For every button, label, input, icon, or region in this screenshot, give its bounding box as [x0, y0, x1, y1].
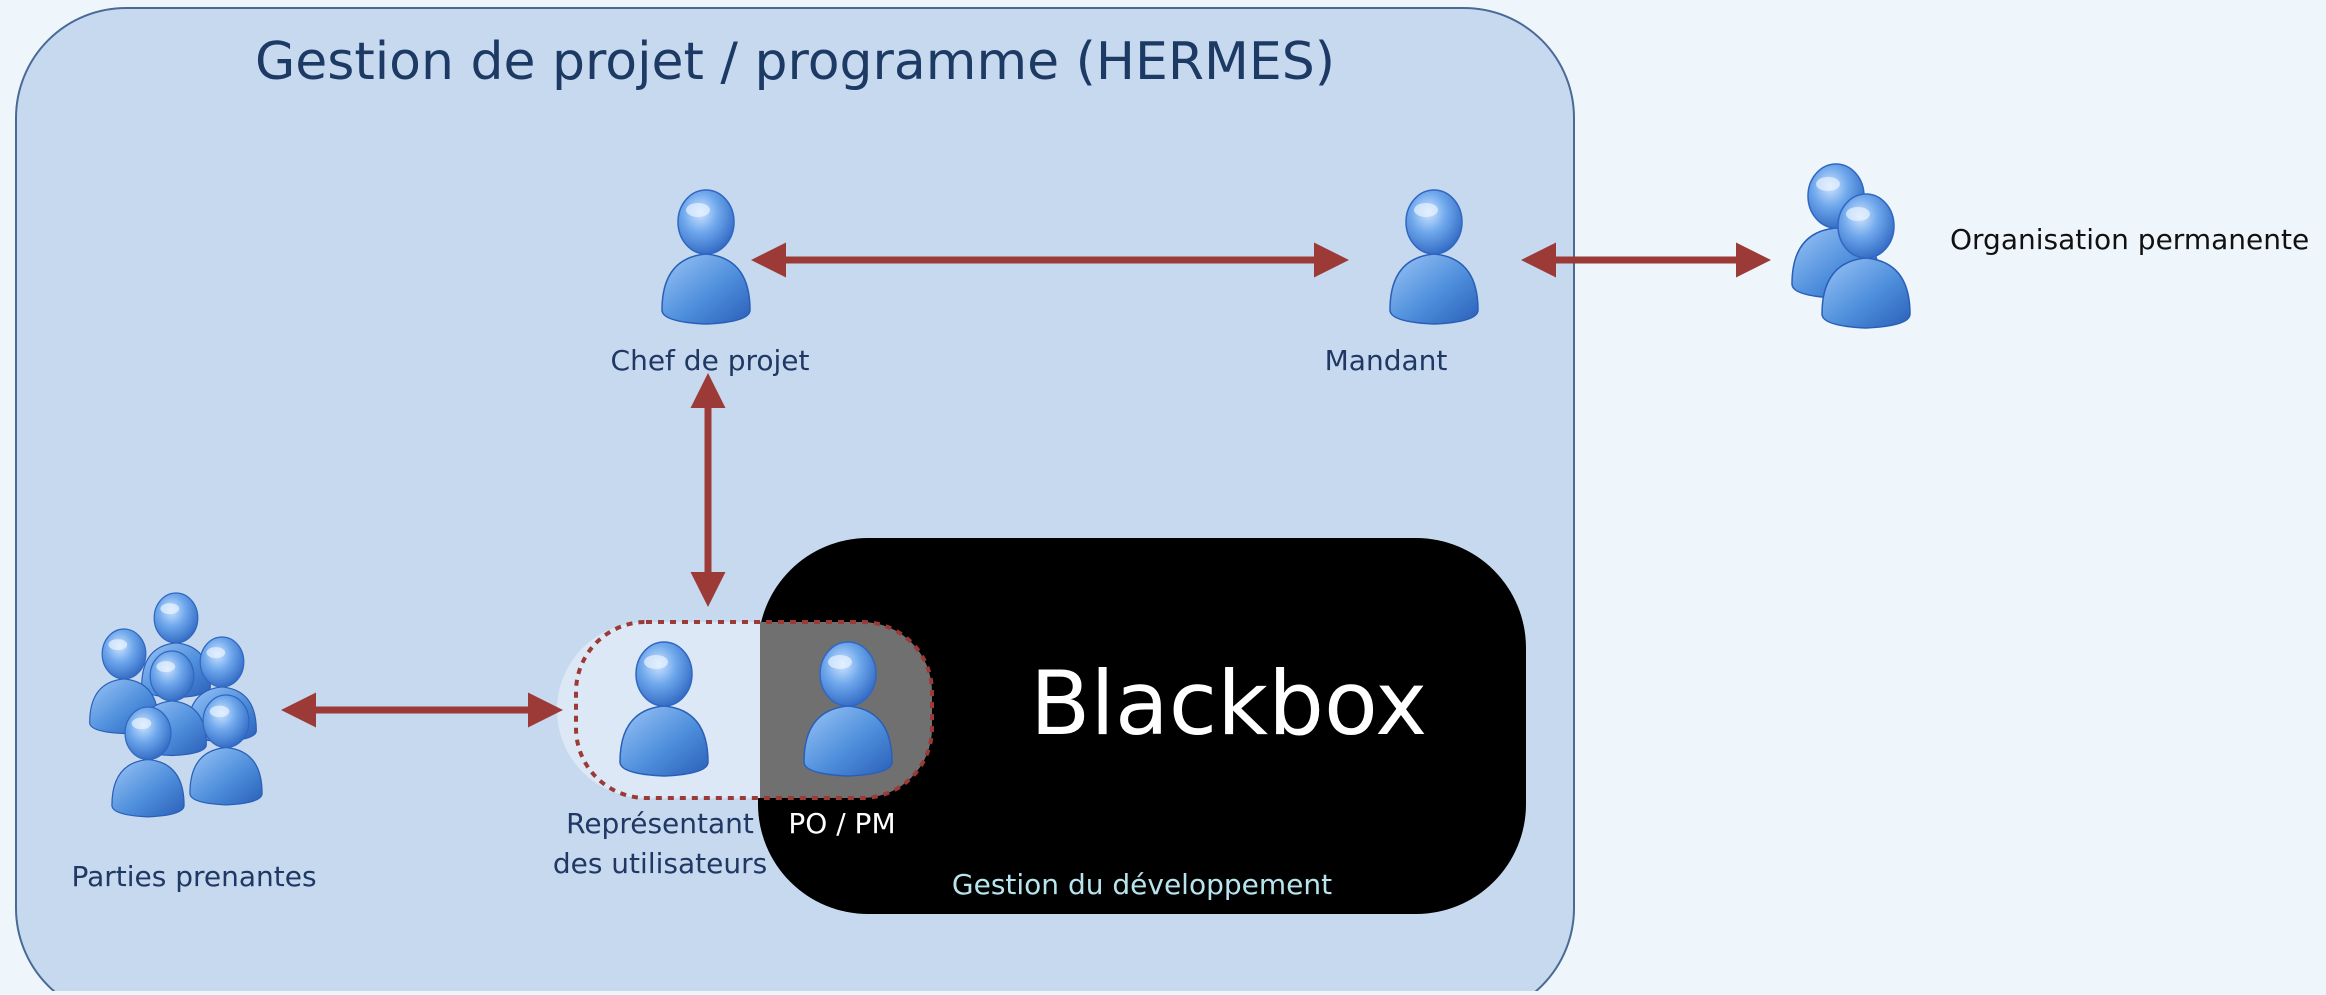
label-mandant: Mandant — [1324, 344, 1448, 377]
user-group-icon — [1791, 163, 1911, 329]
blackbox-area — [758, 538, 1526, 914]
blackbox-subtitle: Gestion du développement — [951, 868, 1333, 901]
label-representant-line1: Représentant — [566, 807, 754, 840]
label-parties-prenantes: Parties prenantes — [71, 860, 317, 893]
label-po-pm: PO / PM — [788, 807, 896, 840]
label-chef-de-projet: Chef de projet — [610, 344, 810, 377]
blackbox-title: Blackbox — [1030, 652, 1428, 755]
label-organisation-permanente: Organisation permanente — [1950, 223, 2310, 256]
diagram-title: Gestion de projet / programme (HERMES) — [254, 32, 1336, 92]
role-zone-outline — [574, 620, 934, 800]
label-representant-line2: des utilisateurs — [552, 847, 768, 880]
